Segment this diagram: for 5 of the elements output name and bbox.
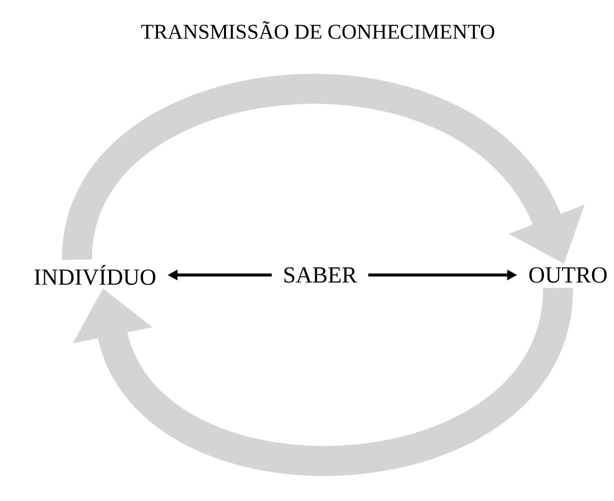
concept-label: OUTRO — [529, 267, 607, 283]
concept-label: SABER — [284, 267, 358, 283]
concept-label: INDIVÍDUO — [34, 264, 156, 286]
curved-arrow — [72, 286, 573, 476]
title: TRANSMISSÃO DE CONHECIMENTO — [141, 21, 494, 39]
